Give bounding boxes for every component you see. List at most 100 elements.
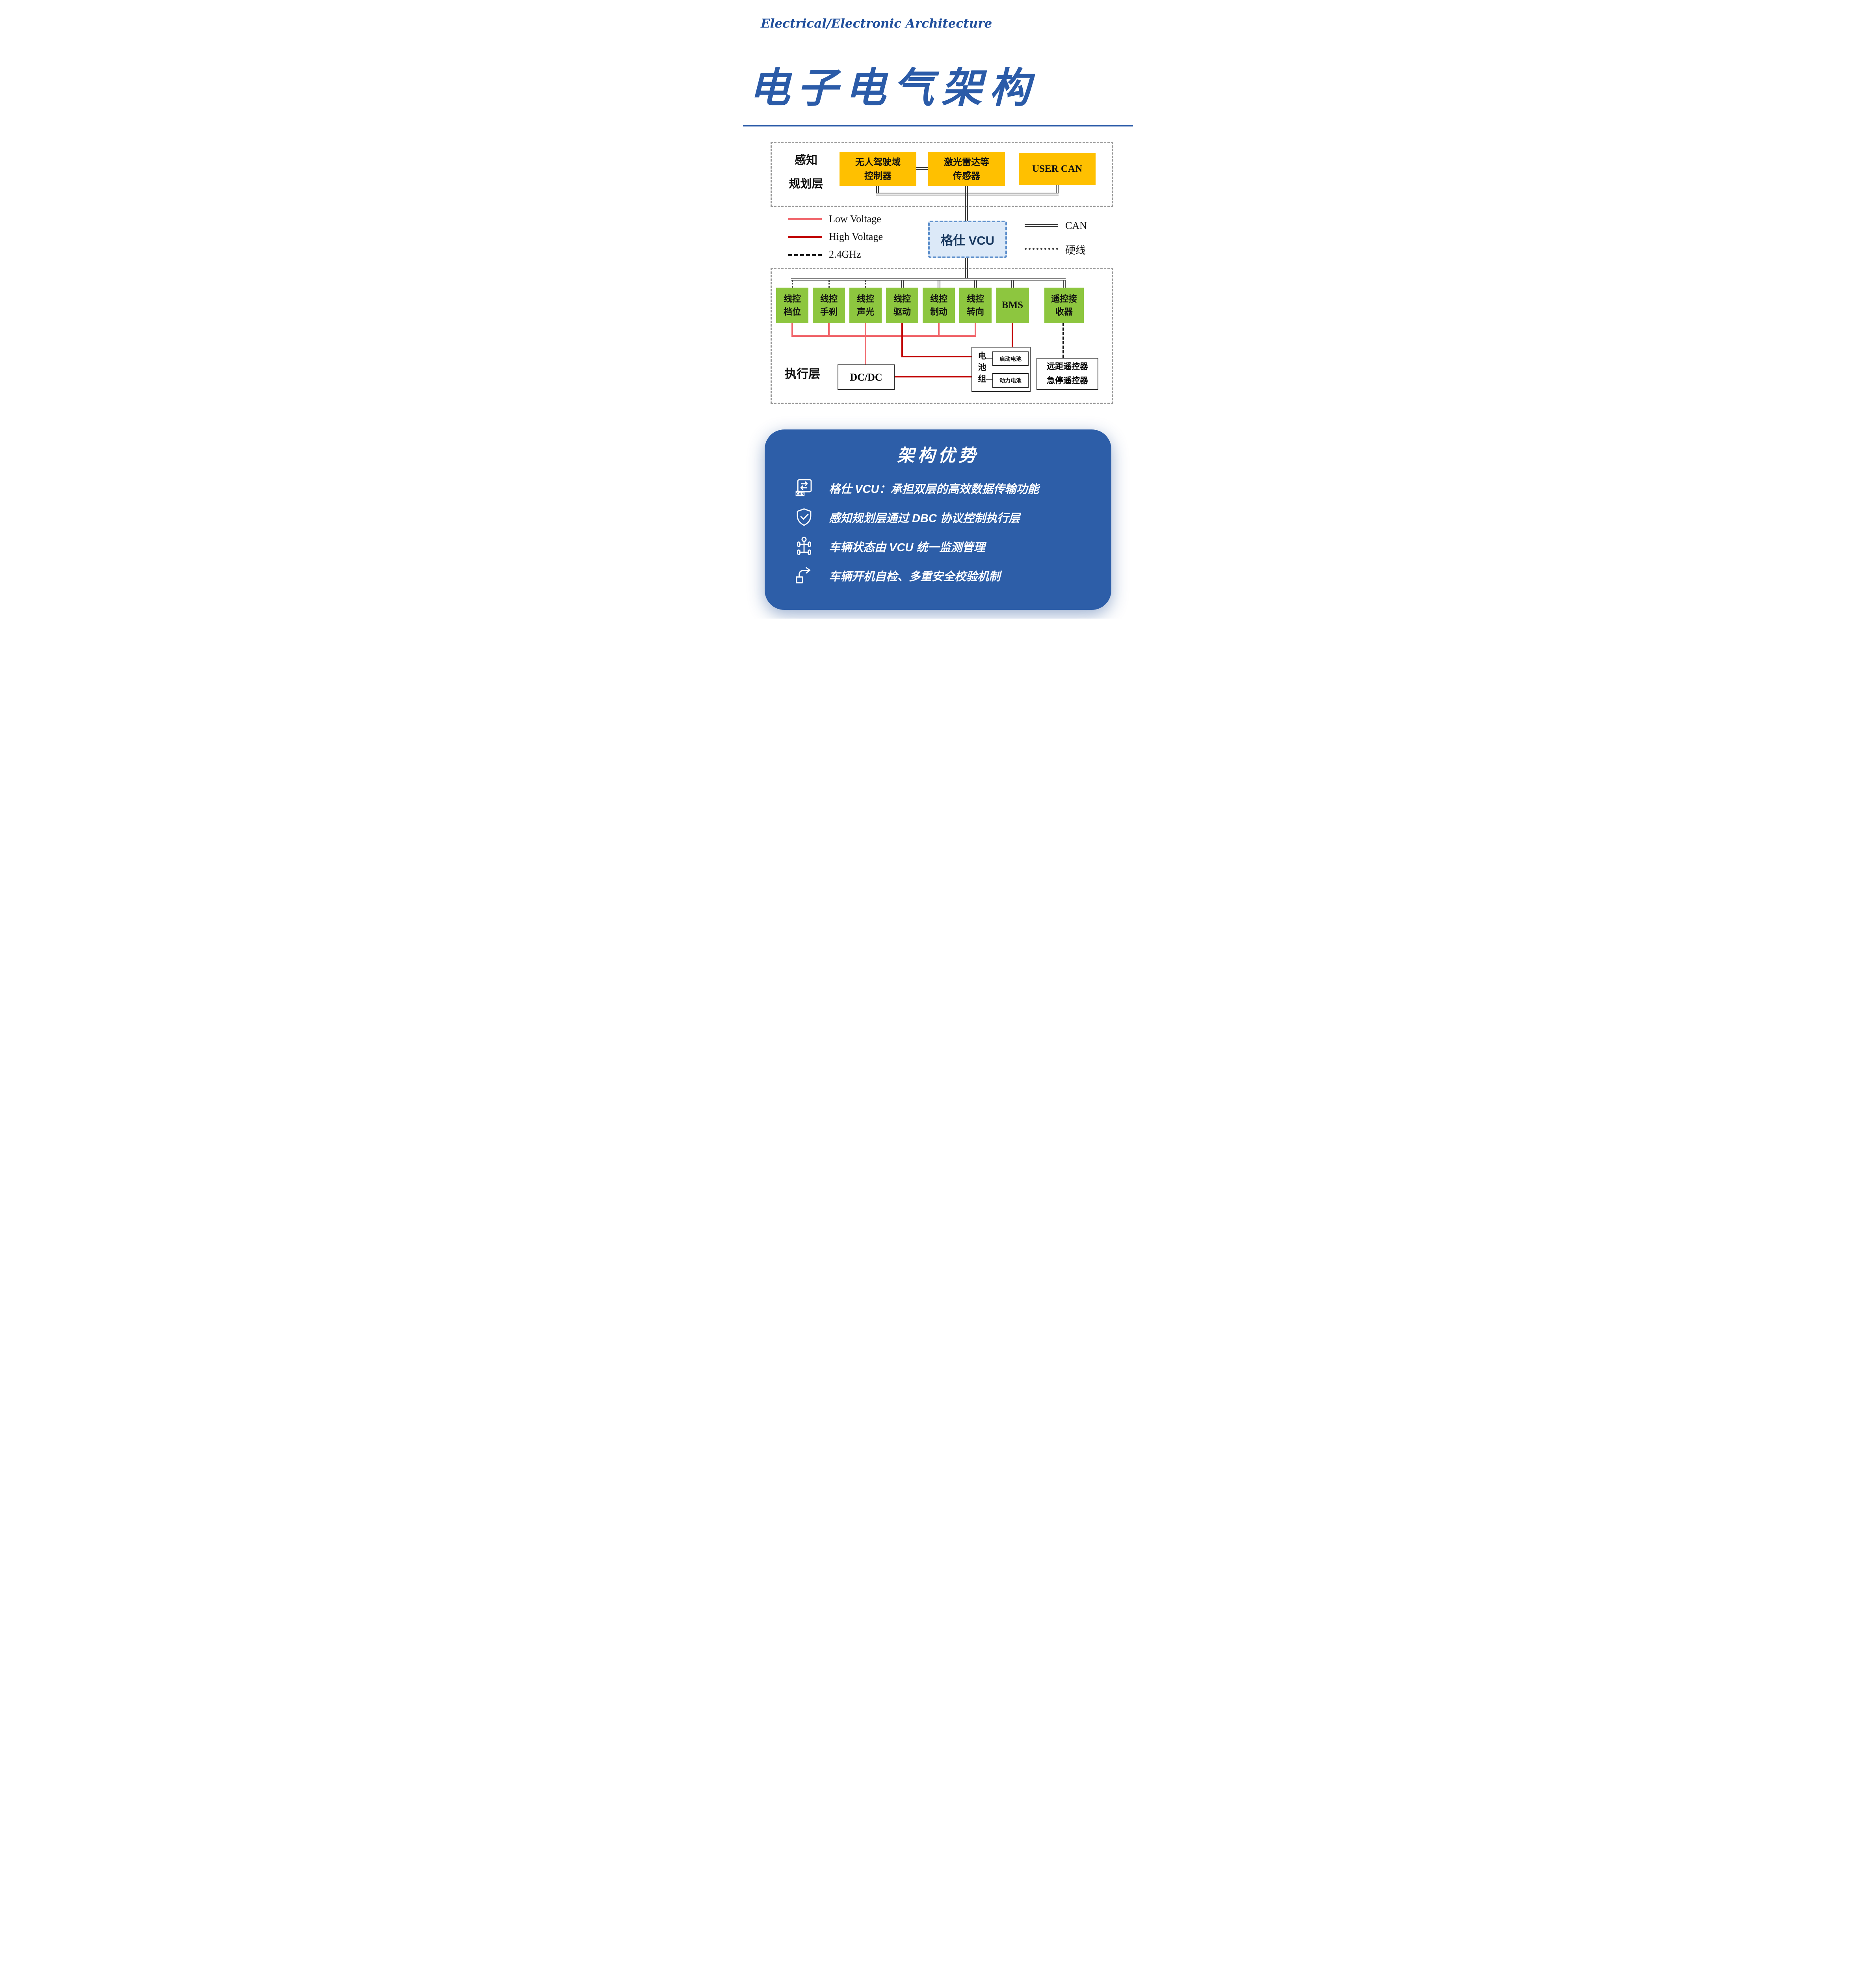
perception-layer-label-line2: 规划层 bbox=[789, 178, 823, 190]
can-line-controller-to-lidar bbox=[916, 167, 928, 170]
node-label-line1: 无人驾驶域 bbox=[855, 157, 901, 167]
advantage-row: CAN 格仕 VCU：承担双层的高效数据传输功能 bbox=[793, 477, 1101, 500]
can-icon-label: CAN bbox=[796, 492, 804, 496]
node-label-line2: 声光 bbox=[856, 307, 874, 317]
node-remote-controllers: 远距遥控器 急停遥控器 bbox=[1036, 358, 1098, 390]
node-label-line1: USER CAN bbox=[1032, 164, 1083, 175]
lv-drop-handbrake bbox=[828, 323, 830, 337]
hv-line-dcdc-to-battery bbox=[895, 376, 971, 377]
can-line-to-vcu bbox=[965, 186, 968, 221]
node-dcdc: DC/DC bbox=[838, 364, 895, 390]
legend-hardwire-line bbox=[1025, 248, 1058, 250]
remote-label-line2: 急停遥控器 bbox=[1047, 376, 1088, 385]
wireless-link-receiver-to-remote bbox=[1062, 323, 1064, 358]
perception-layer-box bbox=[771, 142, 1113, 207]
lv-drop-gear bbox=[791, 323, 793, 337]
can-line-vcu-to-bus bbox=[965, 258, 968, 278]
english-subtitle: Electrical/Electronic Architecture bbox=[761, 17, 992, 31]
lv-bus bbox=[791, 335, 976, 337]
advantages-panel bbox=[765, 429, 1111, 610]
node-wire-handbrake: 线控 手刹 bbox=[813, 288, 845, 323]
restart-icon bbox=[796, 567, 811, 584]
hardwire-drop-handbrake bbox=[828, 281, 830, 288]
node-lidar-sensors: 激光雷达等 传感器 bbox=[928, 152, 1005, 186]
node-label-line2: 收器 bbox=[1055, 307, 1073, 317]
node-label-line1: BMS bbox=[1001, 300, 1023, 311]
battery-group-label: 电池组 bbox=[977, 351, 986, 386]
node-label-line2: 驱动 bbox=[893, 307, 911, 317]
can-drop-steering bbox=[974, 281, 977, 288]
perception-layer-label-line1: 感知 bbox=[794, 154, 817, 167]
page-title: 电子电气架构 bbox=[749, 65, 1038, 111]
node-label-line1: 激光雷达等 bbox=[944, 157, 989, 167]
can-bus-execution bbox=[791, 278, 1066, 281]
battery-stub-power bbox=[986, 379, 992, 380]
hardwire-drop-lights bbox=[865, 281, 866, 288]
legend-high-voltage-line bbox=[788, 236, 822, 238]
hv-line-bms-to-battery bbox=[1012, 323, 1013, 347]
title-underline bbox=[743, 125, 1133, 126]
can-drop-remote-receiver bbox=[1063, 281, 1066, 288]
legend-hardwire-label: 硬线 bbox=[1065, 245, 1086, 256]
lv-drop-brake bbox=[938, 323, 940, 337]
advantage-text: 格仕 VCU：承担双层的高效数据传输功能 bbox=[829, 483, 1039, 496]
legend-24ghz-label: 2.4GHz bbox=[829, 249, 861, 260]
node-label-line1: 线控 bbox=[966, 294, 984, 304]
node-label-line2: 手刹 bbox=[820, 307, 838, 317]
battery-stub-starter bbox=[986, 358, 992, 359]
execution-layer-box bbox=[771, 268, 1113, 404]
node-label-line1: 线控 bbox=[893, 294, 911, 304]
advantage-row: 车辆状态由 VCU 统一监测管理 bbox=[793, 535, 1101, 558]
advantage-row: 车辆开机自检、多重安全校验机制 bbox=[793, 564, 1101, 587]
node-label-line2: 制动 bbox=[930, 307, 947, 317]
legend-low-voltage-line bbox=[788, 218, 822, 220]
lv-drop-steering bbox=[975, 323, 976, 337]
hv-drop-drive bbox=[901, 323, 903, 357]
dcdc-label: DC/DC bbox=[850, 371, 882, 383]
node-label-line1: 线控 bbox=[856, 294, 874, 304]
node-wire-brake: 线控 制动 bbox=[923, 288, 955, 323]
can-drop-brake bbox=[938, 281, 940, 288]
node-remote-receiver: 遥控接 收器 bbox=[1044, 288, 1084, 323]
advantage-text: 车辆开机自检、多重安全校验机制 bbox=[829, 571, 1001, 583]
advantage-row: 感知规划层通过 DBC 协议控制执行层 bbox=[793, 506, 1101, 529]
advantage-text: 感知规划层通过 DBC 协议控制执行层 bbox=[829, 512, 1020, 525]
node-label-line2: 控制器 bbox=[864, 170, 892, 181]
legend-low-voltage-label: Low Voltage bbox=[829, 213, 881, 225]
power-battery-label: 动力电池 bbox=[999, 377, 1022, 384]
can-bus-icon: CAN bbox=[795, 479, 812, 496]
node-power-battery: 动力电池 bbox=[992, 373, 1029, 388]
legend-can-line bbox=[1025, 224, 1058, 227]
legend-high-voltage-label: High Voltage bbox=[829, 231, 883, 242]
starter-battery-label: 启动电池 bbox=[999, 355, 1022, 362]
lv-line-to-dcdc bbox=[865, 335, 866, 364]
execution-layer-label: 执行层 bbox=[785, 368, 820, 381]
node-label-line1: 线控 bbox=[930, 294, 947, 304]
advantages-title: 架构优势 bbox=[897, 446, 979, 465]
advantage-text: 车辆状态由 VCU 统一监测管理 bbox=[829, 541, 985, 554]
node-label-line2: 转向 bbox=[966, 307, 984, 317]
node-label-line1: 遥控接 bbox=[1051, 294, 1077, 304]
can-line-drop-controller bbox=[876, 186, 879, 193]
node-label-line1: 线控 bbox=[783, 294, 801, 304]
remote-label-line1: 远距遥控器 bbox=[1047, 362, 1088, 372]
node-wire-steering: 线控 转向 bbox=[959, 288, 992, 323]
vcu-label: 格仕 VCU bbox=[940, 234, 995, 247]
can-drop-drive bbox=[901, 281, 904, 288]
legend-can-label: CAN bbox=[1065, 220, 1087, 231]
hardwire-drop-gear bbox=[792, 281, 793, 288]
lv-drop-lights bbox=[865, 323, 866, 337]
node-wire-drive: 线控 驱动 bbox=[886, 288, 918, 323]
node-wire-gear: 线控 档位 bbox=[776, 288, 808, 323]
node-label-line2: 档位 bbox=[783, 307, 801, 317]
node-starter-battery: 启动电池 bbox=[992, 351, 1029, 366]
can-line-drop-usercan bbox=[1056, 185, 1059, 193]
node-label-line1: 线控 bbox=[820, 294, 838, 304]
chassis-icon bbox=[797, 537, 811, 555]
architecture-poster: Electrical/Electronic Architecture 电子电气架… bbox=[704, 0, 1172, 619]
can-drop-bms bbox=[1011, 281, 1014, 288]
shield-check-icon bbox=[797, 508, 812, 526]
node-label-line2: 传感器 bbox=[953, 170, 980, 181]
vcu-box: 格仕 VCU bbox=[928, 221, 1007, 258]
node-user-can: USER CAN bbox=[1019, 153, 1096, 185]
